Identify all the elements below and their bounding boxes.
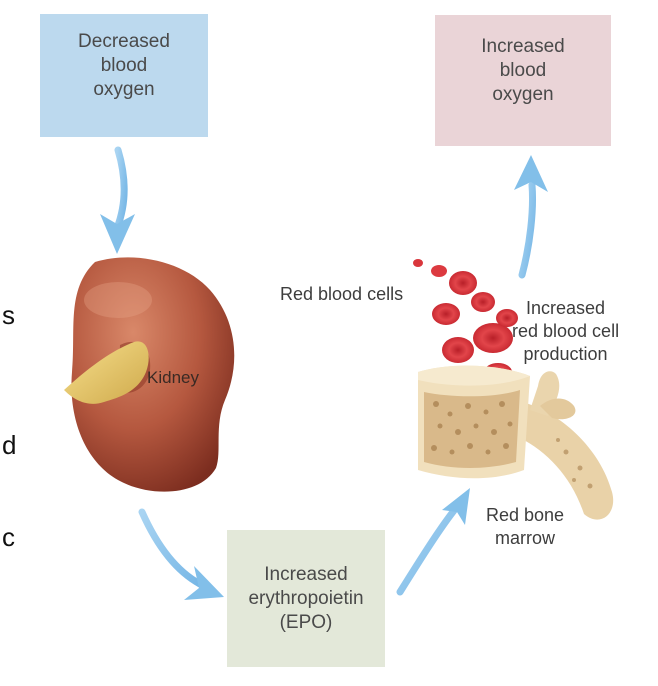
increased-blood-oxygen-text: Increased blood oxygen (481, 35, 565, 105)
increased-epo-text: Increased erythropoietin (EPO) (248, 563, 364, 633)
kidney-illustration (64, 257, 235, 492)
arrow-kidney-to-epo (138, 508, 224, 600)
arrow-down-to-kidney (100, 146, 135, 254)
cropped-edge-letter: d (2, 430, 17, 460)
cropped-edge-letter: c (2, 522, 15, 552)
red-blood-cells-illustration (413, 259, 518, 381)
increased-epo-box: Increased erythropoietin (EPO) (227, 530, 385, 667)
increased-blood-oxygen-box: Increased blood oxygen (435, 15, 611, 146)
bone-marrow-illustration (418, 365, 614, 520)
arrow-up-to-increased (514, 155, 548, 279)
red-bone-marrow-label: Red bone marrow (486, 505, 565, 548)
cropped-edge-letter: s (2, 300, 15, 330)
increased-production-label: Increased red blood cell production (512, 298, 620, 364)
red-blood-cells-label: Red blood cells (280, 284, 404, 304)
arrow-epo-to-marrow (396, 488, 470, 596)
decreased-blood-oxygen-box: Decreased blood oxygen (40, 14, 208, 137)
decreased-blood-oxygen-text: Decreased blood oxygen (78, 30, 170, 100)
kidney-label: Kidney (147, 368, 199, 387)
